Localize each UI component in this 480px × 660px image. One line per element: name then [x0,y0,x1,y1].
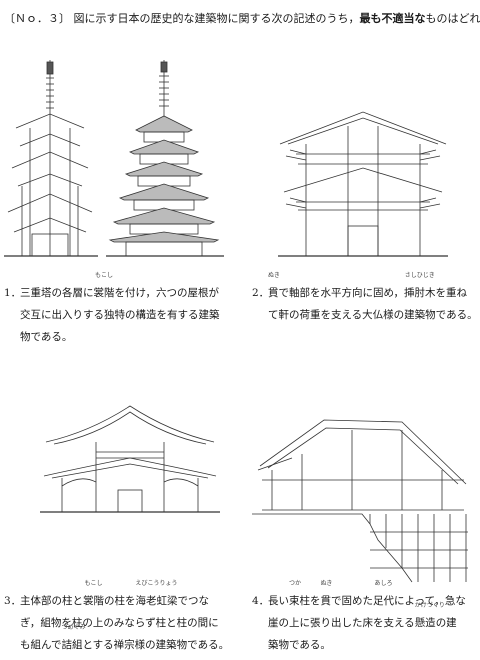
choice-number: 1． [4,287,22,299]
choice-text: 貫 ぬきで軸部を水平方向に固め，挿肘木 さしひじきを重ねて軒の荷重を支える大仏様の建… [252,273,478,326]
ruby-reading: もこし [94,272,113,279]
text-segment: を重ね [435,287,467,299]
ruby-base: 詰組 [61,639,83,651]
text-segment: とする禅宗様の建築物である。 [82,639,230,651]
ruby-term: 裳階もこし [83,581,104,612]
pagoda-section [4,60,98,257]
ruby-reading: ぬき [268,272,280,279]
text-segment: の建 [435,617,457,629]
text-segment: 柱を [299,595,321,607]
ruby-reading: あしろ [374,580,393,587]
question-emphasis: 最も不適当な [359,12,426,25]
text-segment: で固めた [331,595,373,607]
ruby-base: 懸造 [414,617,436,629]
text-segment: 長い [268,595,289,607]
ruby-term: 貫ぬき [320,581,333,612]
ruby-term: 挿肘木さしひじき [403,273,436,304]
ruby-term: 詰組つめぐみ [61,625,85,656]
choice-line: も組んで詰組 つめぐみとする禅宗様の建築物である。 [20,625,234,656]
choice-line: 三重塔の各層に裳階 もこしを付け，六つの屋根が [20,273,232,304]
text-segment: も組んで [20,639,62,651]
ruby-base: 裳階 [93,287,115,299]
ruby-base: 挿肘木 [403,287,436,299]
choice-line: 築物である。 [268,634,478,656]
text-segment: 築物である。 [268,639,331,651]
choice-line: 貫 ぬきで軸部を水平方向に固め，挿肘木 さしひじきを重ね [268,273,478,304]
ruby-reading: かけづくり [414,602,445,609]
ruby-term: 足代あしろ [373,581,394,612]
choice-4[interactable]: 4． 長い束つか柱を貫ぬきで固めた足代あしろによって，急な崖の上に張り出した床を… [252,581,478,656]
text-segment: で軸部を水平方向に固め， [278,287,404,299]
choice-text: 長い束つか柱を貫ぬきで固めた足代あしろによって，急な崖の上に張り出した床を支える… [252,581,478,656]
pagoda-drawing [4,60,224,257]
ruby-reading: つか [289,580,302,587]
ruby-term: 裳階もこし [93,273,115,304]
choice-2[interactable]: 2． 貫 ぬきで軸部を水平方向に固め，挿肘木 さしひじきを重ねて軒の荷重を支える大仏… [252,273,478,326]
choice-line: て軒の荷重を支える大仏様の建築物である。 [268,304,478,326]
ruby-base: 束 [289,595,300,607]
ruby-term: 懸造かけづくり [414,603,445,634]
choice-line: 長い束 つか柱を貫 ぬきで固めた足代 あしろによって，急な [268,581,478,612]
ruby-reading: えびこうりょう [135,580,178,587]
figure-3-zenshuyo [40,402,220,520]
figure-2-daibutsuyo [278,106,448,266]
text-segment: 物である。 [20,331,73,343]
text-segment: の柱を [104,595,136,607]
choice-1[interactable]: 1． 三重塔の各層に裳階 もこしを付け，六つの屋根が交互に出入りする独特の構造を有… [4,273,232,348]
choice-line: ぎ，組物を柱の上のみならず柱と柱の間に [20,612,234,634]
ruby-reading: つめぐみ [61,624,86,631]
choice-text: 三重塔の各層に裳階 もこしを付け，六つの屋根が交互に出入りする独特の構造を有する建… [4,273,232,348]
text-segment: 崖の上に張り出した床を支える [268,617,415,629]
choice-number: 4． [252,595,270,607]
text-segment: 主体部の柱と [20,595,83,607]
daibutsuyo-drawing [278,111,448,257]
question-number: 〔Ｎｏ．３〕 [4,12,70,25]
figure-4-kakezukuri [252,414,474,584]
choice-line: 物である。 [20,326,232,348]
ruby-base: 貫 [320,595,332,607]
ruby-reading: もこし [84,580,103,587]
choice-line: 交互に出入りする独特の構造を有する建築 [20,304,232,326]
ruby-reading: ぬき [320,580,333,587]
zenshuyo-drawing [40,405,220,513]
ruby-base: 足代 [373,595,394,607]
ruby-term: 束つか [289,581,301,612]
choice-number: 2． [252,287,270,299]
question-text: 図に示す日本の歴史的な建築物に関する次の記述のうち， [73,12,360,25]
ruby-term: 貫ぬき [268,273,280,304]
text-segment: 三重塔の各層に [20,287,94,299]
question-text-end: ものはどれか。 [425,12,480,25]
choice-line: 崖の上に張り出した床を支える懸造 かけづくりの建 [268,603,478,634]
ruby-base: 貫 [268,287,279,299]
ruby-base: 海老虹梁 [135,595,178,607]
text-segment: 交互に出入りする独特の構造を有する建築 [20,309,220,321]
question-header: 〔Ｎｏ．３〕 図に示す日本の歴史的な建築物に関する次の記述のうち，最も不適当なも… [4,12,480,26]
figure-1-pagoda [2,56,228,266]
text-segment: を付け，六つの屋根が [114,287,219,299]
choice-line: 主体部の柱と裳階 もこしの柱を海老虹梁 えびこうりょうでつな [20,581,234,612]
kakezukuri-drawing [252,419,468,583]
choice-number: 3． [4,595,22,607]
text-segment: でつな [177,595,210,607]
ruby-base: 裳階 [83,595,104,607]
pagoda-elevation [106,60,224,257]
choice-3[interactable]: 3． 主体部の柱と裳階 もこしの柱を海老虹梁 えびこうりょうでつなぎ，組物を柱の上の… [4,581,234,656]
ruby-reading: さしひじき [404,272,435,279]
text-segment: によって，急な [394,595,466,607]
text-segment: て軒の荷重を支える大仏様の建築物である。 [268,309,478,321]
ruby-term: 海老虹梁 えびこうりょう [135,581,178,612]
choice-text: 主体部の柱と裳階 もこしの柱を海老虹梁 えびこうりょうでつなぎ，組物を柱の上のみなら… [4,581,234,656]
text-segment: ぎ，組物を柱の上のみならず柱と柱の間に [20,617,219,629]
